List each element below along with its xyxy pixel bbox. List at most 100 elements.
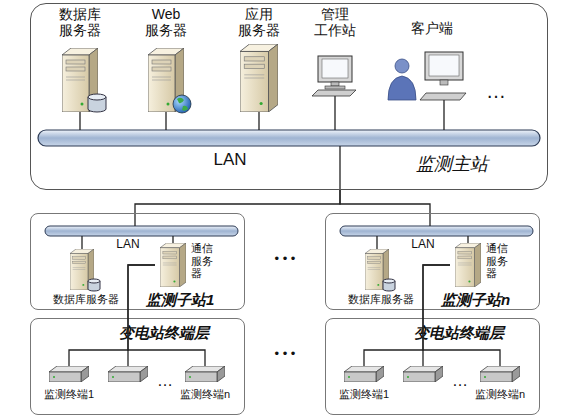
node-label: 通信 服务 器 — [191, 242, 217, 280]
node-label: 变电站终端层 — [414, 324, 534, 341]
keyboard — [420, 93, 466, 100]
server-node: 应用 服务器 — [229, 6, 289, 114]
bus-drops — [69, 213, 205, 366]
node-label: 监测终端1 — [331, 388, 397, 401]
trunk-line — [134, 213, 135, 226]
drop-line — [334, 96, 335, 130]
server-icon — [240, 44, 278, 112]
lan-bus — [340, 226, 533, 236]
server-node: 数据库服务器 — [38, 245, 133, 307]
drop-line — [422, 350, 423, 366]
globe-icon — [173, 95, 191, 113]
network-link — [423, 265, 500, 358]
node-label: 监测终端1 — [36, 388, 102, 401]
server-node: Web 服务器 — [136, 6, 196, 114]
drop-line — [165, 112, 166, 130]
server-node: 数据库 服务器 — [50, 6, 110, 114]
drop-line — [79, 112, 80, 130]
trunk-line — [429, 213, 430, 226]
drop-line — [499, 358, 500, 366]
screen — [429, 55, 459, 76]
terminal-layer-box: 变电站终端层监测终端1 监测终端n — [325, 318, 540, 415]
person-head — [395, 59, 409, 73]
database-cylinder — [88, 94, 106, 112]
ellipsis: … — [150, 372, 180, 390]
node-label: 数据库 服务器 — [50, 6, 110, 38]
stand — [440, 80, 448, 85]
drop-line — [81, 236, 82, 249]
node-label: 监测子站n — [441, 291, 536, 308]
bus-label: LAN — [108, 238, 148, 252]
workstation-node: 管理 工作站 — [305, 6, 365, 114]
ellipsis: • • • — [255, 252, 315, 267]
workstation-icon — [312, 56, 356, 96]
drop-line — [467, 236, 468, 243]
drop-line — [204, 358, 205, 366]
drop-line — [443, 100, 444, 130]
globe — [173, 95, 191, 113]
screen — [322, 59, 348, 78]
terminal-icon — [344, 366, 384, 382]
cylinder-top — [383, 279, 395, 283]
node-label: 监测终端n — [172, 388, 238, 401]
drop-line — [376, 236, 377, 249]
node-label: 通信 服务 器 — [486, 242, 512, 280]
server-node: 数据库服务器 — [333, 245, 428, 307]
drop-line — [258, 112, 259, 130]
ellipsis: … — [474, 80, 518, 103]
globe-land — [177, 98, 188, 111]
server-icon — [160, 243, 186, 287]
network-link — [128, 265, 205, 358]
node-label: 应用 服务器 — [229, 6, 289, 38]
node-label: 管理 工作站 — [305, 6, 365, 38]
terminal-icon — [49, 366, 89, 382]
node-label: 数据库服务器 — [333, 293, 428, 306]
terminal-node: 监测终端1 — [36, 358, 102, 404]
bus-label: LAN — [403, 238, 443, 252]
database-cylinder — [383, 279, 395, 291]
drop-line — [172, 236, 173, 243]
keyboard — [312, 90, 356, 96]
bus-label: LAN — [200, 150, 260, 170]
server-node: 通信 服务 器 — [155, 240, 240, 290]
network-link — [340, 190, 430, 213]
node-label: Web 服务器 — [136, 6, 196, 38]
drop-line — [127, 350, 128, 366]
monitor — [425, 52, 463, 80]
terminal-node: 监测终端n — [172, 358, 238, 404]
terminal-icon — [108, 366, 148, 382]
lan-bus — [45, 226, 238, 236]
drop-line — [363, 358, 364, 366]
substation-box: 监测子站n 数据库服务器 通信 服务 器 — [325, 213, 540, 310]
terminal-icon — [185, 366, 225, 382]
station-box: 监测主站 数据库 服务器 Web 服务器 应用 服务器管理 工作站 客户端 — [30, 3, 548, 190]
node-label: 客户端 — [392, 20, 472, 36]
node-label: 监测子站1 — [146, 291, 241, 308]
terminal-node: 监测终端n — [467, 358, 533, 404]
node-label: 监测主站 — [416, 154, 536, 175]
server-node: 通信 服务 器 — [450, 240, 535, 290]
client-icon — [388, 52, 466, 100]
substation-box: 监测子站1 数据库服务器 通信 服务 器 — [30, 213, 245, 310]
drop-line — [68, 358, 69, 366]
base — [325, 86, 345, 89]
ellipsis: … — [445, 372, 475, 390]
trunk-line — [339, 146, 340, 190]
cylinder-top — [88, 94, 106, 100]
database-cylinder — [88, 279, 100, 291]
lan-bus — [38, 130, 540, 146]
network-link — [69, 265, 155, 358]
server-icon — [455, 243, 481, 287]
node-label: 变电站终端层 — [119, 324, 239, 341]
network-link — [135, 190, 340, 213]
stand — [331, 82, 339, 86]
monitor — [318, 56, 352, 82]
network-link — [364, 265, 450, 358]
node-label: 监测终端n — [467, 388, 533, 401]
ellipsis: • • • — [255, 347, 315, 362]
client-node: 客户端 — [392, 6, 472, 106]
node-label: 数据库服务器 — [38, 293, 133, 306]
terminal-icon — [403, 366, 443, 382]
bus-drops — [364, 213, 500, 366]
terminal-layer-box: 变电站终端层监测终端1 监测终端n — [30, 318, 245, 415]
